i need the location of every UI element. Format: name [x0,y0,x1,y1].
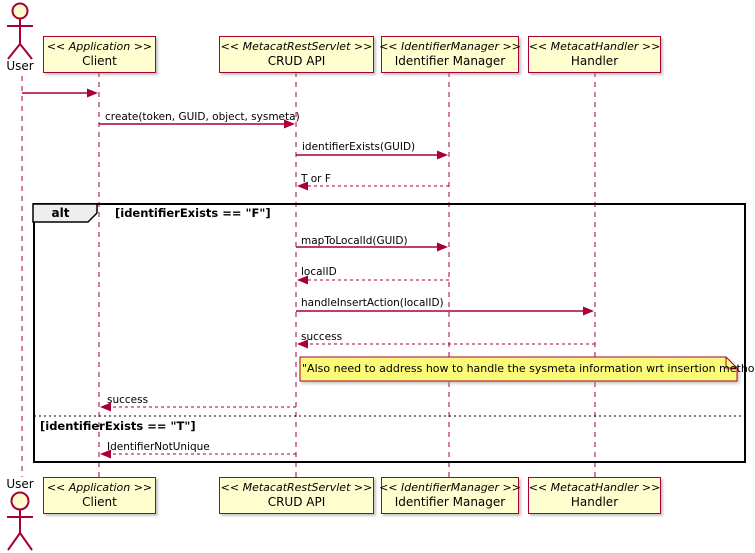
participant-stereotype: << MetacatHandler >> [528,481,661,494]
message-arrow-handle-insert-action [296,306,594,316]
participant-stereotype: << Application >> [46,40,153,53]
participant-stereotype: << MetacatHandler >> [528,40,661,53]
message-label-identifier-exists: identifierExists(GUID) [302,141,416,153]
alt-pentagon [32,203,98,223]
participant-stereotype: << IdentifierManager >> [379,481,521,494]
actor-label-top: User [6,59,34,73]
participant-crud-api-top: << MetacatRestServlet >> CRUD API [219,36,374,73]
participant-client-top: << Application >> Client [43,36,156,73]
participant-name: Identifier Manager [394,54,506,68]
participant-client-bottom: << Application >> Client [43,477,156,514]
participant-name: Client [82,495,117,509]
participant-identifier-manager-bottom: << IdentifierManager >> Identifier Manag… [379,477,521,514]
note-text: "Also need to address how to handle the … [302,362,755,375]
participant-name: CRUD API [267,495,326,509]
message-arrow-identifier-exists [296,150,448,160]
return-arrow-identifier-not-unique [100,449,296,459]
participant-crud-api-bottom: << MetacatRestServlet >> CRUD API [219,477,374,514]
message-label-success-to-client: success [107,394,149,406]
actor-figure-top [7,2,33,60]
alt-guard-t: [identifierExists == "T"] [40,419,196,433]
return-arrow-success-from-handler [297,339,595,349]
participant-stereotype: << IdentifierManager >> [379,40,521,53]
alt-frame-border [33,203,746,463]
participant-name: Client [82,54,117,68]
participant-identifier-manager-top: << IdentifierManager >> Identifier Manag… [379,36,521,73]
return-arrow-success-to-client [100,402,296,412]
participant-name: CRUD API [267,54,326,68]
alt-guard-f: [identifierExists == "F"] [115,206,271,220]
note-shape [299,356,738,382]
message-label-create: create(token, GUID, object, sysmeta) [105,111,300,123]
message-label-local-id: localID [301,266,337,278]
alt-operator-label: alt [51,206,70,220]
message-label-identifier-not-unique: IdentifierNotUnique [107,441,210,453]
return-arrow-local-id [297,275,449,285]
actor-figure-bottom [7,491,33,551]
message-label-handle-insert-action: handleInsertAction(localID) [301,297,444,309]
participant-handler-top: << MetacatHandler >> Handler [528,36,661,73]
participant-handler-bottom: << MetacatHandler >> Handler [528,477,661,514]
participant-name: Handler [570,495,619,509]
return-arrow-t-or-f [297,181,449,191]
participant-stereotype: << Application >> [46,481,153,494]
participant-name: Handler [570,54,619,68]
actor-label-bottom: User [6,477,34,491]
message-label-t-or-f: T or F [301,173,331,185]
message-arrow-map-to-local-id [296,242,448,252]
participant-stereotype: << MetacatRestServlet >> [220,40,373,53]
message-label-success-from-handler: success [301,331,343,343]
message-label-map-to-local-id: mapToLocalId(GUID) [301,235,408,247]
lifelines [21,72,596,478]
message-arrow-user-to-client [22,88,98,98]
participant-stereotype: << MetacatRestServlet >> [220,481,373,494]
participant-name: Identifier Manager [394,495,506,509]
message-arrow-create [99,119,295,129]
